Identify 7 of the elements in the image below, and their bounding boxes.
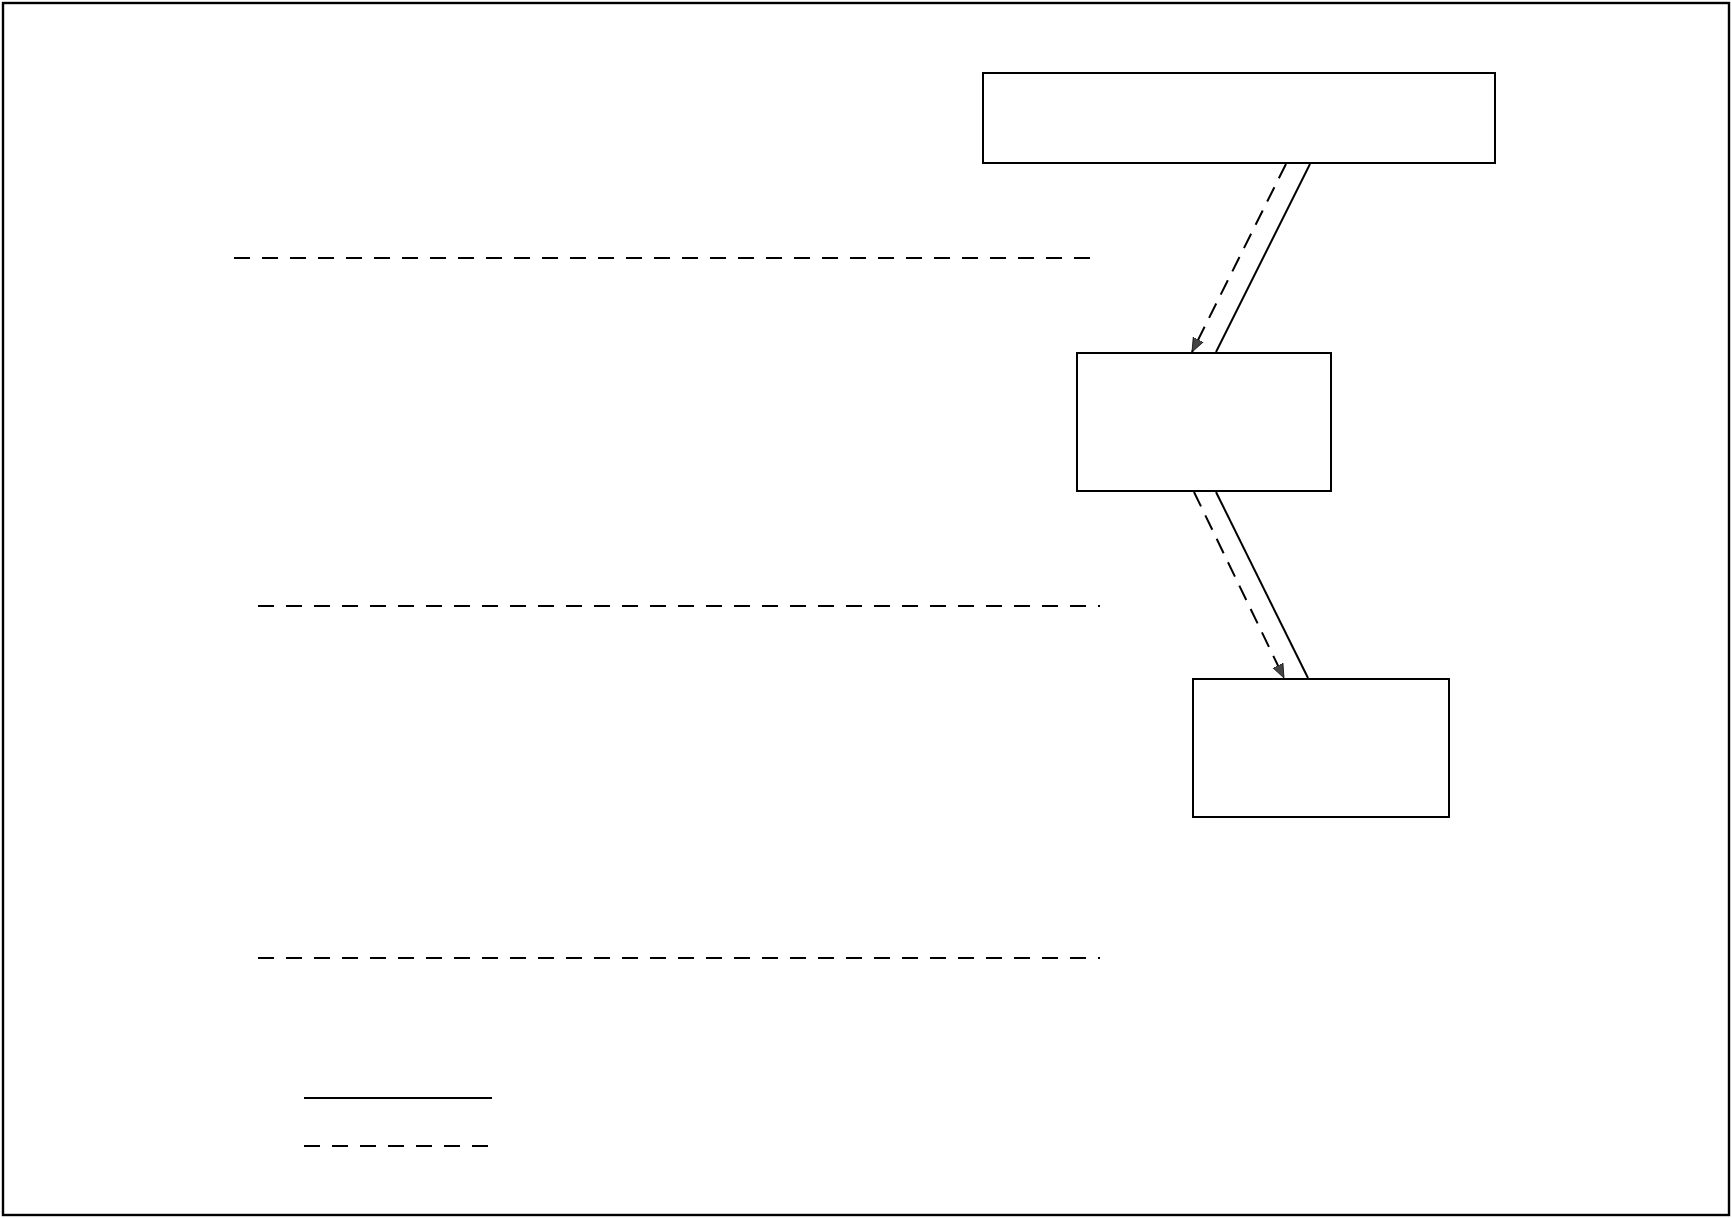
process-box — [1076, 352, 1332, 492]
connector-line — [1215, 163, 1311, 353]
process-box — [1192, 678, 1450, 818]
process-box — [982, 72, 1496, 164]
connector-line — [1215, 491, 1309, 679]
arrow — [1193, 491, 1285, 679]
arrow — [1191, 163, 1287, 353]
